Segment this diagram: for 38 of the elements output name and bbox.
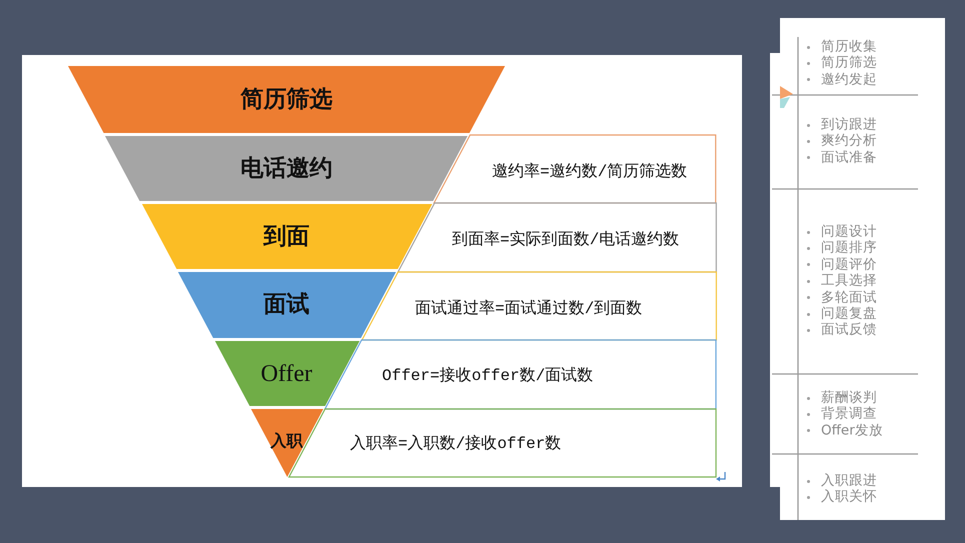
stage-label: 到面 [263, 225, 310, 248]
list-item-text: 问题复盘 [821, 306, 877, 322]
list-item-text: 简历收集 [821, 40, 877, 54]
list-item-text: 到访跟进 [821, 118, 877, 132]
list-item-text: 邀约发起 [821, 72, 877, 88]
stage-label: 电话邀约 [240, 157, 332, 180]
funnel-segment [68, 66, 505, 133]
list-item-text: 多轮面试 [821, 290, 877, 306]
list-item-text: 问题设计 [821, 224, 877, 240]
formula-text: 入职率=入职数/接收offer数 [350, 436, 562, 454]
stage-label: 面试 [263, 294, 310, 316]
list-item-text: 薪酬谈判 [821, 390, 877, 406]
list-item-text: 工具选择 [821, 274, 877, 289]
formula-box [362, 272, 716, 340]
list-item-text: 入职关怀 [821, 490, 877, 505]
funnel-segment [142, 204, 432, 269]
formula-text: 面试通过率=面试通过数/到面数 [414, 301, 642, 319]
stage-label: 入职 [270, 433, 302, 449]
list-item-text: Offer发放 [821, 423, 883, 438]
list-item-text: 背景调查 [821, 406, 877, 422]
funnel-segment [250, 409, 324, 477]
formula-text: Offer=接收offer数/面试数 [382, 368, 594, 386]
formula-box [325, 340, 716, 409]
formula-box [434, 135, 716, 203]
formula-text: 到面率=实际到面数/电话邀约数 [452, 232, 680, 250]
stage-label: Offer [260, 362, 312, 386]
formula-text: 邀约率=邀约数/简历筛选数 [492, 164, 688, 182]
list-item-text: 问题评价 [821, 257, 877, 272]
list-item-text: 入职跟进 [821, 474, 877, 488]
funnel-segment [178, 272, 396, 338]
formula-box [398, 203, 716, 272]
stage-label: 简历筛选 [240, 88, 332, 111]
list-item-text: 问题排序 [821, 240, 877, 256]
list-item-text: 爽约分析 [821, 134, 877, 149]
funnel-segment [214, 341, 360, 406]
list-item-text: 简历筛选 [821, 56, 877, 71]
list-item-text: 面试反馈 [821, 322, 877, 338]
list-item-text: 面试准备 [821, 150, 877, 166]
